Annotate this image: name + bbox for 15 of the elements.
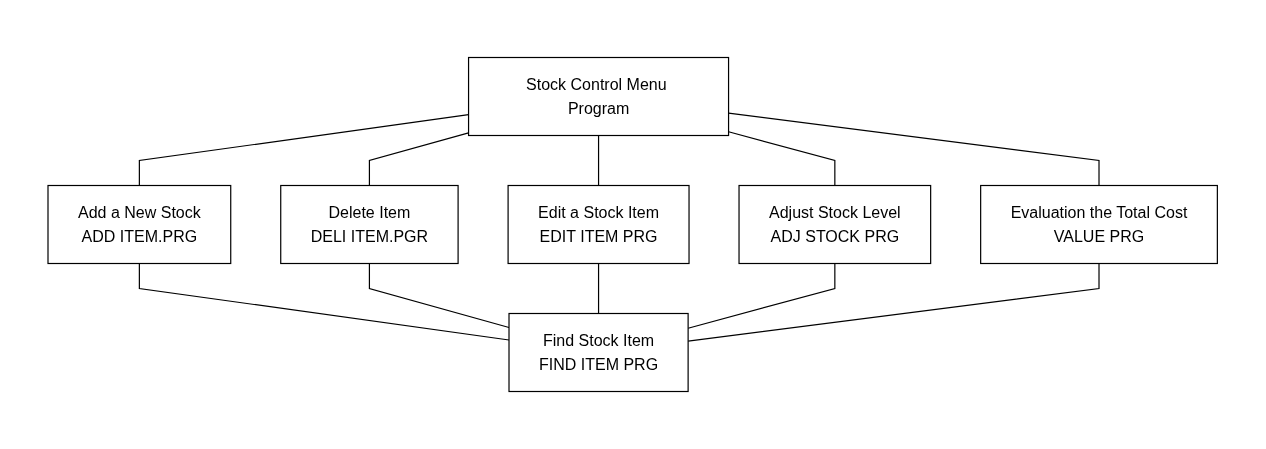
connector (728, 112, 1100, 187)
node-box: Evaluation the Total Cost VALUE PRG (980, 184, 1219, 265)
node-box: Stock Control Menu Program (468, 56, 730, 137)
connector (369, 262, 510, 329)
connector (139, 114, 470, 187)
connector (369, 132, 470, 187)
node-box: Edit a Stock Item EDIT ITEM PRG (507, 184, 690, 265)
connector (139, 262, 510, 341)
node-box: Delete Item DELI ITEM.PGR (280, 184, 459, 265)
connector (598, 134, 600, 187)
connector (728, 131, 836, 187)
node-box: Add a New Stock ADD ITEM.PRG (47, 184, 232, 265)
node-box: Find Stock Item FIND ITEM PRG (508, 312, 690, 393)
node-box: Adjust Stock Level ADJ STOCK PRG (738, 184, 932, 265)
connector (598, 262, 600, 315)
